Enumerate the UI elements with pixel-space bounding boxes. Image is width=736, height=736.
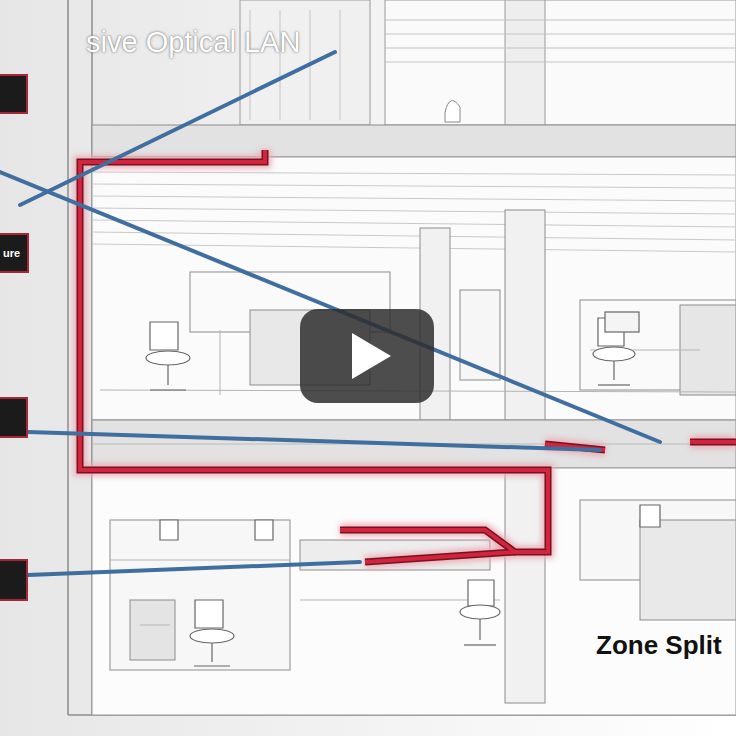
callout-box: ure xyxy=(0,233,29,273)
zone-label: Zone Split xyxy=(596,630,722,661)
callout-text: ure xyxy=(0,247,27,259)
diagram-title: sive Optical LAN xyxy=(86,26,300,59)
